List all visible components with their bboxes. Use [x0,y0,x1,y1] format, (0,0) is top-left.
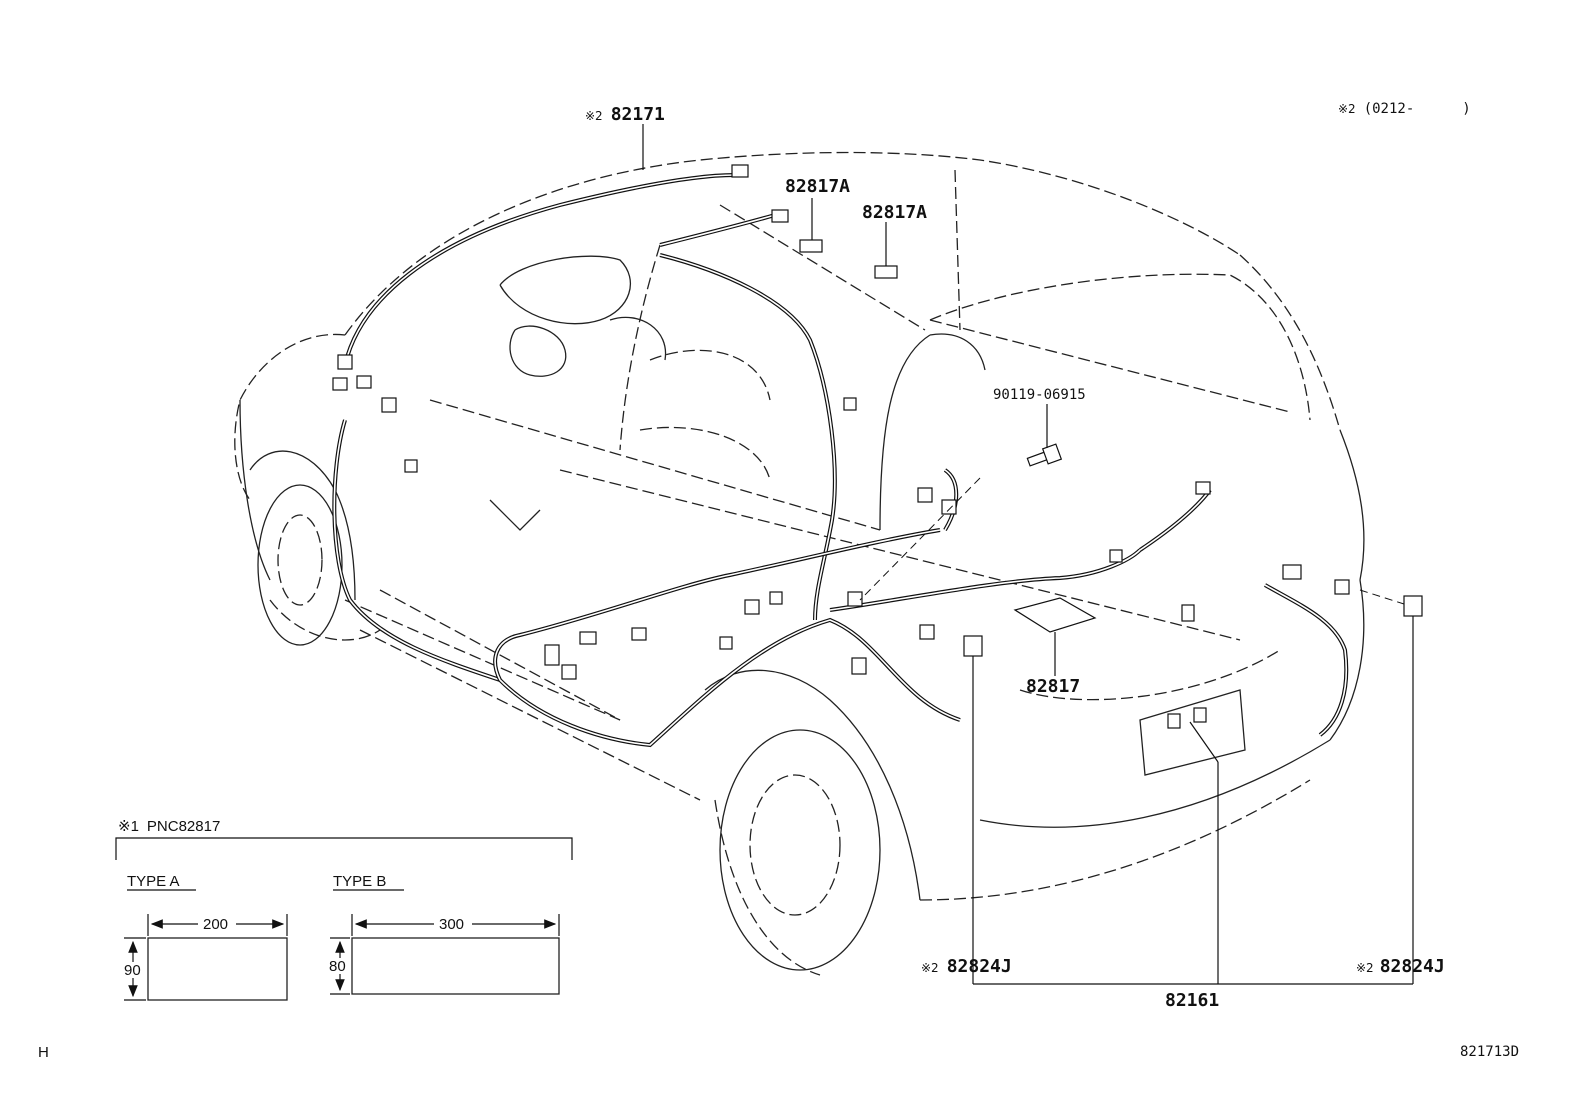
connector [332,377,348,391]
clamp-82817a-label-1: 82817A [785,176,850,197]
connector [1195,481,1211,495]
connector [631,627,647,641]
connector [1167,713,1181,729]
connector [769,591,783,605]
type-b-height: 80 [329,958,346,975]
type-b-block: TYPE B 300 80 [329,873,560,995]
clamp-82817a-part [799,239,823,253]
connector [1109,549,1123,563]
type-a-rect [147,937,288,1001]
connector [919,624,935,640]
connector [1193,707,1207,723]
connectors [332,164,1423,729]
type-a-width: 200 [203,916,228,933]
connector [404,459,418,473]
connector [843,397,857,411]
production-period-note: ※2 (0212- ) [1338,100,1471,117]
clamp-82817a-part [874,265,898,279]
type-b-width: 300 [439,916,464,933]
connector [851,657,867,675]
connector [731,164,749,178]
connector [356,375,372,389]
connector [719,636,733,650]
clamp-82817a-label-2: 82817A [862,202,927,223]
part-labels: ※2 82171 82817A 82817A 90119-06915 82817… [585,104,1445,1011]
connector [1181,604,1195,622]
leader-lines [642,124,1414,985]
type-a-block: TYPE A 200 90 [124,873,288,1001]
connector-82824j-right-label: ※2 82824J [1356,956,1445,977]
connector [381,397,397,413]
type-b-label: TYPE B [333,873,386,890]
pnc-inset: ※1 PNC82817 TYPE A 200 90 TYPE B [115,818,573,1001]
floor-pad-part [1013,597,1097,633]
floor-pad-label: 82817 [1026,676,1080,697]
connector [847,591,863,607]
roof-wire-harness [343,173,837,621]
connector [771,209,789,223]
vehicle-body-outline [234,151,1365,976]
bolt-label: 90119-06915 [993,387,1086,403]
connector [337,354,353,370]
rear-wheel [719,729,881,971]
footer-left-code: H [38,1044,49,1061]
floor-wire-harness [332,419,1349,748]
connector [1282,564,1302,580]
roof-harness-label: ※2 82171 [585,104,665,125]
type-a-height: 90 [124,962,141,979]
connector [744,599,760,615]
connector [917,487,933,503]
connector [579,631,597,645]
connector [544,644,560,666]
type-b-rect [351,937,560,995]
connector-82824j-left-label: ※2 82824J [921,956,1012,977]
connector-82824j-left-part [963,635,983,657]
floor-harness-label: 82161 [1165,990,1219,1011]
inset-title: ※1 PNC82817 [118,818,220,835]
connector-82824j-right-part [1403,595,1423,617]
connector [1334,579,1350,595]
bolt-part [1026,443,1063,467]
front-wheel [257,484,343,646]
connector [561,664,577,680]
connector [941,499,957,515]
type-a-label: TYPE A [127,873,180,890]
figure-number: 821713D [1460,1044,1519,1060]
